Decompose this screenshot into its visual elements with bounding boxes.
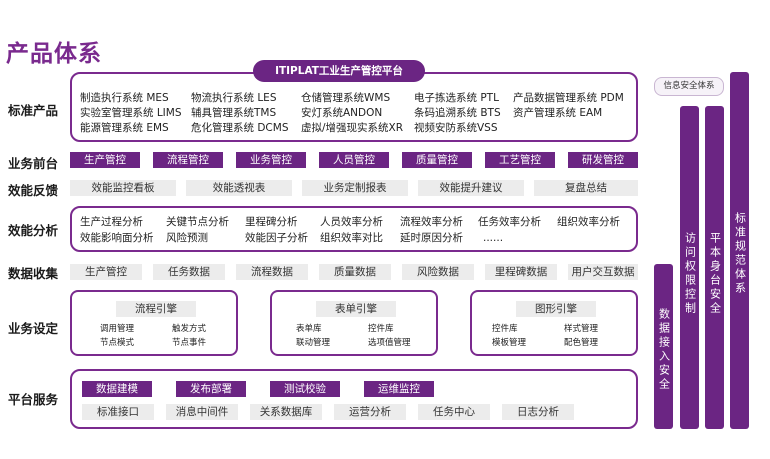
engine-item: 表单库 [296,324,322,334]
collect-pill[interactable]: 生产管控 [70,264,142,280]
engine-item: 配色管理 [564,338,599,348]
row-label-collect: 数据收集 [8,266,59,281]
platform-pill[interactable]: 数据建模 [82,381,152,397]
platform-service[interactable]: 运营分析 [334,404,406,420]
engine-item: 调用管理 [100,324,135,334]
engine-title: 图形引擎 [516,301,596,317]
collect-pill[interactable]: 风险数据 [402,264,474,280]
access-control-label: 访问权限控制 [683,232,697,316]
platform-service[interactable]: 日志分析 [502,404,574,420]
engine-item: 样式管理 [564,324,599,334]
analysis-item[interactable]: 人员效率分析 [320,216,383,228]
form-engine[interactable]: 表单引擎 表单库 控件库 联动管理 选项值管理 [270,290,438,356]
feedback-pill[interactable]: 业务定制报表 [302,180,408,196]
row-label-setting: 业务设定 [8,321,59,336]
frontend-pill[interactable]: 工艺管控 [485,152,555,168]
feedback-pill[interactable]: 复盘总结 [534,180,638,196]
product-item[interactable]: 物流执行系统 LES [191,92,277,104]
engine-item: 控件库 [492,324,518,334]
frontend-pill[interactable]: 流程管控 [153,152,223,168]
feedback-pill[interactable]: 效能提升建议 [418,180,524,196]
access-control-bar[interactable]: 访问权限控制 [680,106,699,429]
platform-service[interactable]: 任务中心 [418,404,490,420]
product-item[interactable]: 危化管理系统 DCMS [191,122,289,134]
standard-spec-label: 标准规范体系 [733,212,747,296]
product-item[interactable]: 虚拟/增强现实系统XR [301,122,404,134]
analysis-item[interactable]: 组织效率对比 [320,232,383,244]
feedback-pill[interactable]: 效能透视表 [186,180,292,196]
frontend-pill[interactable]: 质量管控 [402,152,472,168]
analysis-item[interactable]: 里程碑分析 [245,216,298,228]
platform-service[interactable]: 关系数据库 [250,404,322,420]
engine-item: 控件库 [368,324,394,334]
product-item[interactable]: 辅具管理系统TMS [191,107,277,119]
collect-pill[interactable]: 流程数据 [236,264,308,280]
engine-item: 节点事件 [172,338,207,348]
process-engine[interactable]: 流程引擎 调用管理 触发方式 节点模式 节点事件 [70,290,238,356]
product-item[interactable]: 资产管理系统 EAM [513,107,603,119]
row-label-frontend: 业务前台 [8,156,59,171]
product-item[interactable]: 条码追溯系统 BTS [414,107,501,119]
platform-security-label: 平本身台安全 [708,232,722,316]
analysis-item[interactable]: 风险预测 [166,232,208,244]
info-security-box[interactable]: 信息安全体系 [654,77,724,96]
product-item[interactable]: 实验室管理系统 LIMS [80,107,182,119]
analysis-item[interactable]: 任务效率分析 [478,216,541,228]
platform-security-bar[interactable]: 平本身台安全 [705,106,724,429]
frontend-pill[interactable]: 业务管控 [236,152,306,168]
product-item[interactable]: 制造执行系统 MES [80,92,169,104]
row-label-analysis: 效能分析 [8,223,59,238]
standard-spec-bar[interactable]: 标准规范体系 [730,72,749,429]
product-item[interactable]: 仓储管理系统WMS [301,92,391,104]
row-label-platform: 平台服务 [8,392,59,407]
collect-pill[interactable]: 任务数据 [153,264,225,280]
graphics-engine[interactable]: 图形引擎 控件库 样式管理 模板管理 配色管理 [470,290,638,356]
analysis-item[interactable]: 流程效率分析 [400,216,463,228]
engine-item: 联动管理 [296,338,331,348]
product-item[interactable]: 能源管理系统 EMS [80,122,169,134]
engine-item: 节点模式 [100,338,135,348]
product-item[interactable]: 电子拣选系统 PTL [414,92,499,104]
engine-title: 流程引擎 [116,301,196,317]
feedback-pill[interactable]: 效能监控看板 [70,180,176,196]
analysis-frame [70,206,638,252]
platform-frame [70,369,638,429]
frontend-pill[interactable]: 生产管控 [70,152,140,168]
analysis-item[interactable]: 效能因子分析 [245,232,308,244]
platform-pill[interactable]: 运维监控 [364,381,434,397]
collect-pill[interactable]: 用户交互数据 [568,264,638,280]
data-access-security-label: 数据接入安全 [657,308,671,392]
platform-service[interactable]: 标准接口 [82,404,154,420]
page-title: 产品体系 [6,41,102,67]
collect-pill[interactable]: 里程碑数据 [485,264,557,280]
frontend-pill[interactable]: 研发管控 [568,152,638,168]
platform-banner: ITIPLAT工业生产管控平台 [253,60,425,82]
engine-item: 选项值管理 [368,338,411,348]
data-access-security-bar[interactable]: 数据接入安全 [654,264,673,429]
row-label-standard: 标准产品 [8,103,59,118]
row-label-feedback: 效能反馈 [8,183,59,198]
analysis-item[interactable]: 生产过程分析 [80,216,143,228]
product-item[interactable]: 视频安防系统VSS [414,122,498,134]
platform-pill[interactable]: 测试校验 [270,381,340,397]
collect-pill[interactable]: 质量数据 [319,264,391,280]
engine-item: 模板管理 [492,338,527,348]
analysis-item[interactable]: 组织效率分析 [557,216,620,228]
engine-item: 触发方式 [172,324,207,334]
analysis-item[interactable]: ...... [483,232,504,244]
platform-service[interactable]: 消息中间件 [166,404,238,420]
product-item[interactable]: 安灯系统ANDON [301,107,383,119]
product-item[interactable]: 产品数据管理系统 PDM [513,92,624,104]
analysis-item[interactable]: 效能影响面分析 [80,232,154,244]
analysis-item[interactable]: 关键节点分析 [166,216,229,228]
engine-title: 表单引擎 [316,301,396,317]
platform-pill[interactable]: 发布部署 [176,381,246,397]
analysis-item[interactable]: 延时原因分析 [400,232,463,244]
frontend-pill[interactable]: 人员管控 [319,152,389,168]
